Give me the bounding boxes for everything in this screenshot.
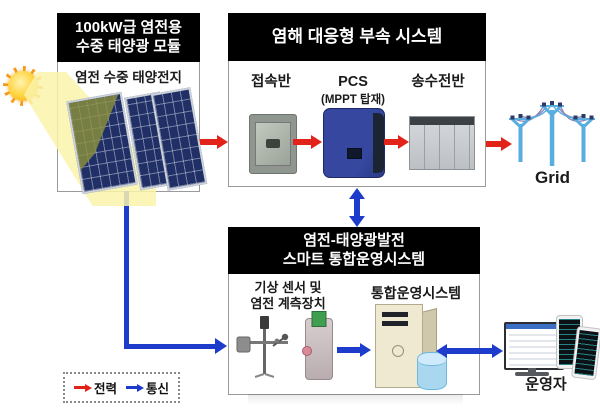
solar-module-title-line2: 수중 태양광 모듈 [76, 37, 181, 55]
switchgear-cabinet-icon [409, 116, 475, 170]
pcs-side [373, 113, 384, 173]
switchgear-doors [410, 125, 474, 169]
power-arrow-pcs-to-switchgear [384, 139, 398, 145]
aux-system-title: 염해 대응형 부속 시스템 [271, 26, 443, 46]
comm-line-modules-vertical [124, 191, 129, 347]
smartphone-icon [570, 325, 600, 381]
server-front [375, 304, 423, 388]
sensor-label-line1: 기상 센서 및 [254, 280, 322, 295]
solar-module-title-line1: 100kW급 염전용 [75, 19, 182, 37]
legend-comm-label: 통신 [146, 382, 170, 396]
power-arrow-junction-to-pcs [293, 139, 311, 145]
aux-system-box: 염해 대응형 부속 시스템 접속반 PCS (MPPT 탑재) 송수전반 [228, 13, 486, 187]
sensor-label-line2: 염전 계측장치 [250, 295, 326, 311]
comm-arrow-server-operator [447, 348, 492, 354]
junction-box-device-icon [249, 114, 297, 174]
comm-arrow-aux-ops [354, 199, 360, 216]
monitor-dashboard-screen [506, 324, 562, 368]
power-arrow-modules-to-junction [198, 139, 217, 145]
ops-title-line1: 염전-태양광발전 [303, 232, 405, 250]
legend-power-arrow-icon [74, 385, 85, 390]
aux-system-header: 염해 대응형 부속 시스템 [228, 13, 486, 61]
solar-module-header: 100kW급 염전용 수중 태양광 모듈 [57, 13, 200, 62]
junction-panel-label: 접속반 [250, 74, 292, 90]
comm-arrowhead-into-ops [215, 338, 227, 354]
legend: 전력 통신 [63, 372, 181, 403]
salt-farm-measuring-device-icon [302, 311, 333, 380]
pcs-label: PCS (MPPT 탑재) [313, 74, 393, 109]
switchgear-label: 송수전반 [411, 74, 465, 90]
pcs-inverter-device-icon [323, 108, 385, 178]
legend-comm-arrow-icon [126, 385, 138, 390]
ops-system-header: 염전-태양광발전 스마트 통합운영시스템 [228, 227, 480, 274]
ops-server-label: 통합운영시스템 [370, 285, 462, 301]
operator-monitor-icon [504, 322, 564, 370]
pcs-display [346, 148, 362, 160]
comm-arrow-sensors-to-server [337, 347, 360, 353]
device-sensor-chip [311, 311, 327, 327]
pcs-label-main: PCS [338, 74, 368, 90]
ops-system-box: 염전-태양광발전 스마트 통합운영시스템 기상 센서 및 염전 계측장치 통합운… [228, 227, 480, 395]
monitor-stand-base [515, 372, 549, 376]
weather-sensor-icon [236, 316, 289, 378]
power-arrow-to-grid [486, 141, 501, 147]
monitor-stand-neck [528, 368, 536, 372]
comm-line-modules-horizontal [124, 344, 216, 349]
junction-box-window [255, 122, 291, 166]
transmission-tower-icon [509, 101, 595, 166]
switchgear-top [410, 117, 474, 125]
server-icon [375, 304, 437, 390]
underwater-cell-label: 염전 수중 태양전지 [75, 70, 182, 85]
grid-label: Grid [535, 168, 570, 187]
ops-box-reflection [248, 394, 463, 405]
device-gauge [302, 346, 312, 356]
legend-power-label: 전력 [94, 382, 118, 396]
ops-title-line2: 스마트 통합운영시스템 [282, 250, 426, 268]
pcs-label-sub: (MPPT 탑재) [321, 94, 385, 107]
operator-label: 운영자 [525, 376, 567, 393]
sensor-label: 기상 센서 및 염전 계측장치 [233, 280, 343, 311]
smartphone-screen [574, 330, 599, 376]
solar-module-box: 100kW급 염전용 수중 태양광 모듈 염전 수중 태양전지 [57, 13, 208, 195]
